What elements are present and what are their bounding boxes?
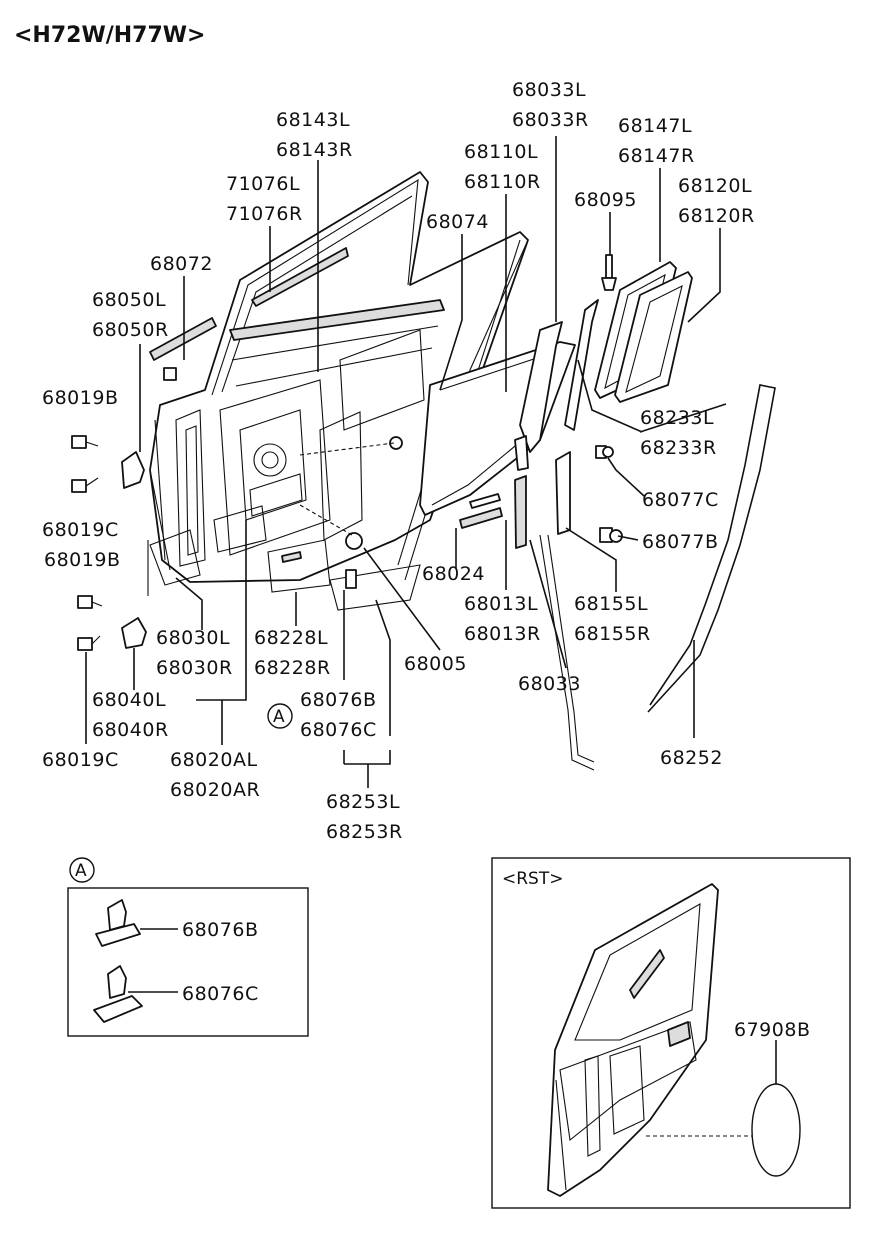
label-68033L: 68033L	[512, 79, 586, 101]
label-68024: 68024	[422, 563, 485, 585]
rst-panel: <RST> 67908B	[491, 857, 851, 1209]
label-68019C-upper: 68019C	[42, 519, 119, 541]
label-68020AL: 68020AL	[170, 749, 258, 771]
label-68252: 68252	[660, 747, 723, 769]
diagram-title: <H72W/H77W>	[14, 23, 206, 48]
label-68019C-lower: 68019C	[42, 749, 119, 771]
label-68019B-upper: 68019B	[42, 387, 118, 409]
label-68020AR: 68020AR	[170, 779, 260, 801]
label-68110R: 68110R	[464, 171, 541, 193]
label-68033R: 68033R	[512, 109, 589, 131]
label-68030R: 68030R	[156, 657, 233, 679]
label-68077C: 68077C	[642, 489, 719, 511]
label-71076R: 71076R	[226, 203, 303, 225]
label-68074: 68074	[426, 211, 489, 233]
label-68050L: 68050L	[92, 289, 166, 311]
label-68228R: 68228R	[254, 657, 331, 679]
label-68155R: 68155R	[574, 623, 651, 645]
label-71076L: 71076L	[226, 173, 300, 195]
callout-a-letter: A	[273, 707, 285, 727]
label-68095: 68095	[574, 189, 637, 211]
leader-lines	[85, 136, 727, 788]
label-68072: 68072	[150, 253, 213, 275]
label-68143R: 68143R	[276, 139, 353, 161]
label-68050R: 68050R	[92, 319, 169, 341]
label-68155L: 68155L	[574, 593, 648, 615]
rst-title: <RST>	[502, 869, 563, 889]
label-68120L: 68120L	[678, 175, 752, 197]
label-68110L: 68110L	[464, 141, 538, 163]
door-assembly-drawing	[71, 171, 776, 771]
label-68005: 68005	[404, 653, 467, 675]
label-68147R: 68147R	[618, 145, 695, 167]
label-68040L: 68040L	[92, 689, 166, 711]
detail-a-panel: A 68076B 68076C	[67, 857, 309, 1037]
label-68253L: 68253L	[326, 791, 400, 813]
label-68253R: 68253R	[326, 821, 403, 843]
detail-a-68076C: 68076C	[182, 983, 259, 1005]
part-labels: 68033L 68033R 68143L 68143R 68147L 68147…	[42, 79, 755, 843]
label-68030L: 68030L	[156, 627, 230, 649]
detail-a-68076B: 68076B	[182, 919, 258, 941]
label-68033: 68033	[518, 673, 581, 695]
label-68077B: 68077B	[642, 531, 718, 553]
detail-a-marker: A	[75, 861, 87, 881]
label-68120R: 68120R	[678, 205, 755, 227]
label-68076B: 68076B	[300, 689, 376, 711]
callout-a-marker: A	[267, 703, 293, 729]
label-68147L: 68147L	[618, 115, 692, 137]
label-68076C: 68076C	[300, 719, 377, 741]
label-68013L: 68013L	[464, 593, 538, 615]
label-68143L: 68143L	[276, 109, 350, 131]
label-68233L: 68233L	[640, 407, 714, 429]
label-68040R: 68040R	[92, 719, 169, 741]
label-68228L: 68228L	[254, 627, 328, 649]
label-68013R: 68013R	[464, 623, 541, 645]
label-68019B-lower: 68019B	[44, 549, 120, 571]
rst-part-67908B: 67908B	[734, 1019, 810, 1041]
label-68233R: 68233R	[640, 437, 717, 459]
